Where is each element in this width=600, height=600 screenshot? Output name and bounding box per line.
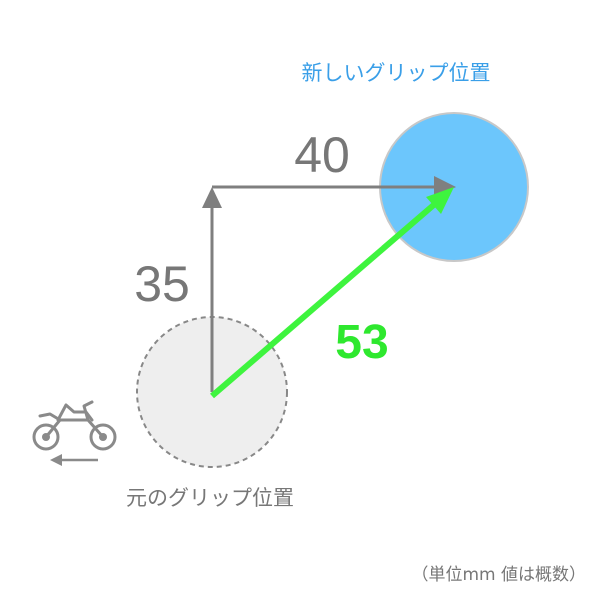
- new-grip-label: 新しいグリップ位置: [302, 61, 491, 85]
- vertical-arrowhead: [202, 187, 222, 208]
- horizontal-distance-label: 40: [294, 127, 350, 183]
- diagonal-distance-label: 53: [335, 316, 388, 369]
- diagonal-move-line: [210, 200, 438, 399]
- arrow-left-icon: [50, 454, 98, 466]
- vertical-distance-label: 35: [134, 256, 190, 312]
- unit-note: （単位mm 値は概数）: [411, 565, 586, 585]
- motorcycle-icon: [32, 400, 117, 451]
- diagonal-arrowhead: [426, 187, 454, 214]
- original-grip-label: 元のグリップ位置: [126, 486, 294, 510]
